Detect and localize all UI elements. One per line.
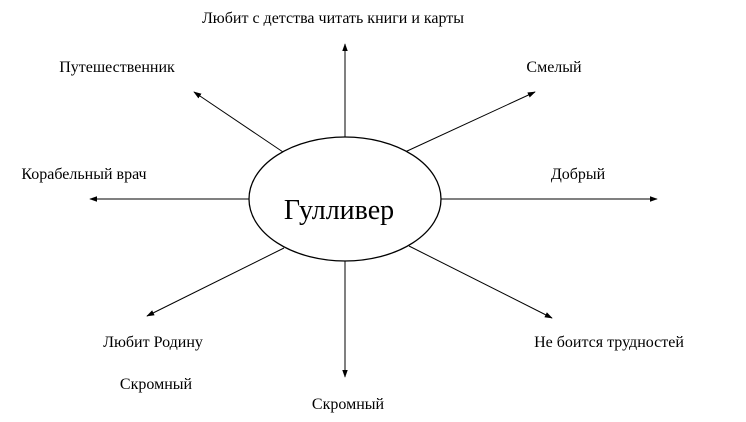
arrow-top-left <box>193 91 284 153</box>
center-ellipse <box>248 136 442 262</box>
trait-label-top-right: Смелый <box>526 59 582 76</box>
trait-label-bottom-left: Любит Родину <box>103 334 203 351</box>
trait-label-bottom-right: Не боится трудностей <box>534 334 684 351</box>
arrow-bottom-right <box>408 245 553 319</box>
arrow-bottom-left <box>146 247 285 317</box>
trait-label-left: Корабельный врач <box>21 166 146 183</box>
center-label: Гулливер <box>284 195 394 226</box>
trait-label-bottom-left-extra: Скромный <box>120 376 193 393</box>
trait-label-right: Добрый <box>551 166 606 183</box>
arrow-top-right <box>404 91 536 153</box>
trait-label-top-left: Путешественник <box>59 59 175 76</box>
trait-label-bottom: Скромный <box>312 396 385 413</box>
trait-label-top: Любит с детства читать книги и карты <box>202 10 464 27</box>
